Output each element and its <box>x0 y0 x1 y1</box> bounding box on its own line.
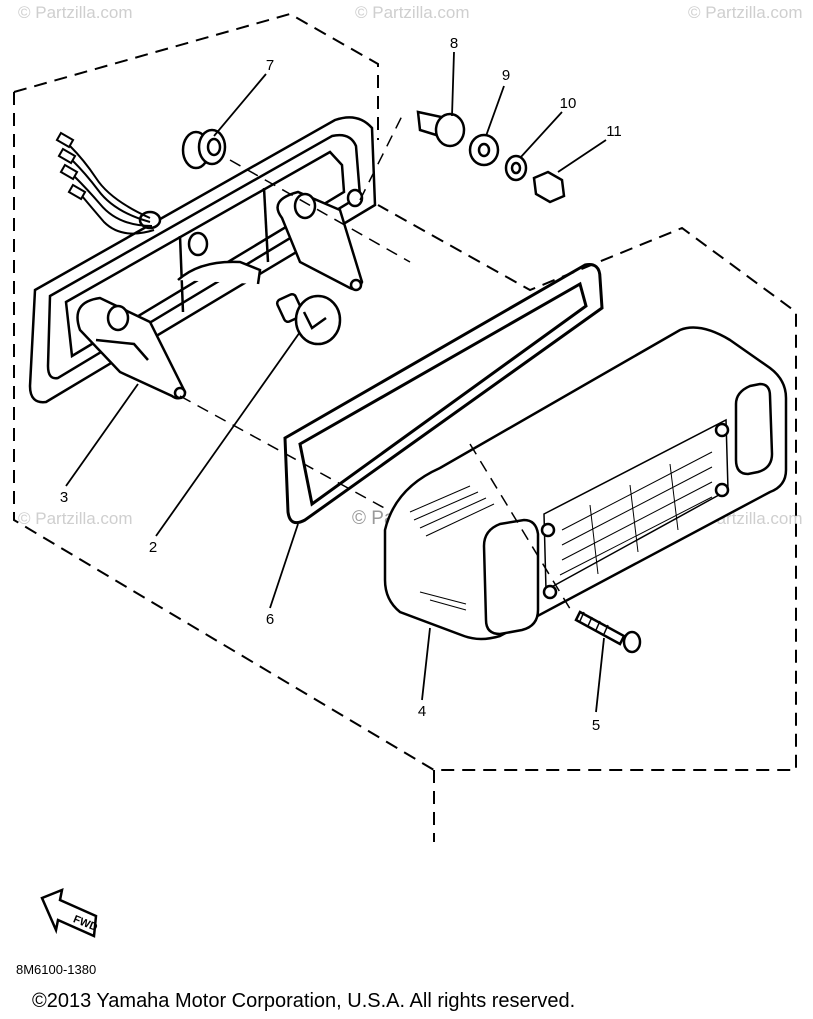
wire-terminals <box>55 131 87 201</box>
hardware-stack <box>416 110 566 204</box>
assembly-boundary <box>13 12 797 842</box>
leader-lines <box>65 51 607 713</box>
watermark-text: © Partzilla.com <box>18 509 133 528</box>
gasket <box>283 263 604 525</box>
callout-6: 6 <box>266 611 274 628</box>
callout-9: 9 <box>502 67 510 84</box>
diagram-code: 8M6100-1380 <box>16 962 96 977</box>
lens <box>383 326 788 641</box>
watermark-text: © Partzilla.com <box>18 3 133 22</box>
lens-texture <box>409 451 713 611</box>
callout-10: 10 <box>560 95 577 112</box>
callout-numbers: 3 2 6 4 5 7 8 9 10 11 <box>60 35 622 734</box>
lamp-housing <box>28 116 377 404</box>
callout-11: 11 <box>606 123 622 140</box>
callout-7: 7 <box>266 57 274 74</box>
callout-8: 8 <box>450 35 458 52</box>
screw <box>574 610 642 654</box>
grommet <box>181 128 227 170</box>
callout-5: 5 <box>592 717 600 734</box>
watermark-text: © Partzilla.com <box>688 3 803 22</box>
bulb <box>275 292 342 346</box>
alignment-lines <box>179 111 573 613</box>
callout-3: 3 <box>60 489 68 506</box>
callout-2: 2 <box>149 539 157 556</box>
wire-leads <box>69 145 155 235</box>
fwd-arrow-icon: FWD <box>40 887 99 938</box>
copyright-notice: ©2013 Yamaha Motor Corporation, U.S.A. A… <box>32 990 575 1012</box>
callout-4: 4 <box>418 703 426 720</box>
watermark-text: © Partzilla.com <box>355 3 470 22</box>
